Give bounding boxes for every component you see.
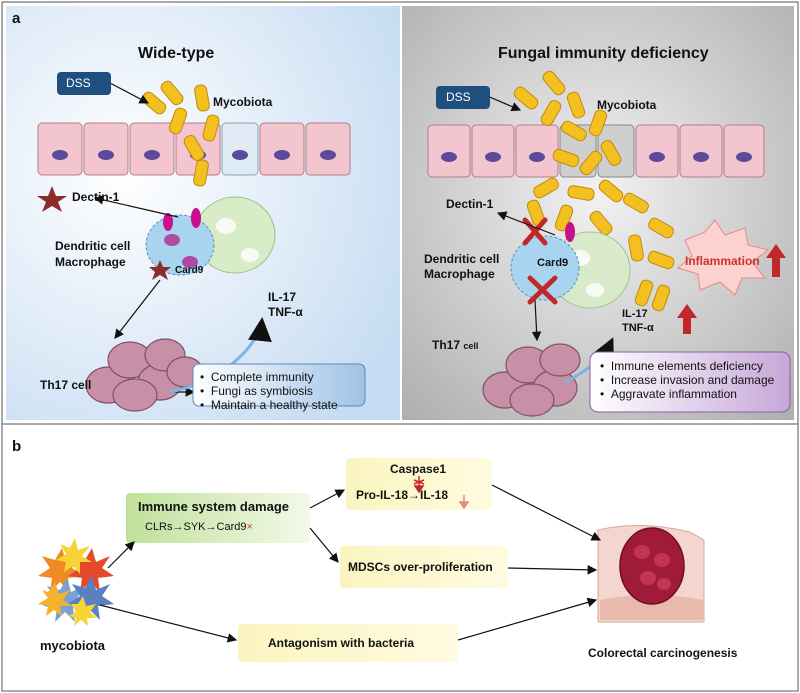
inflammation-burst: [676, 219, 770, 296]
dectin-star-icon: [37, 186, 67, 212]
mycobiota-cluster: [38, 538, 114, 626]
immune-damage-box: [126, 493, 310, 543]
right-bullet-3: • Aggravate inflammation: [600, 387, 737, 401]
right-dendritic-label: Dendritic cell: [424, 252, 500, 266]
left-bullet-3: • Maintain a healthy state: [200, 398, 338, 412]
panel-a-letter: a: [12, 10, 21, 27]
mdsc-label: MDSCs over-proliferation: [348, 560, 493, 574]
antagonism-label: Antagonism with bacteria: [268, 636, 415, 650]
right-bullets-box: [589, 351, 791, 413]
panel-b-letter: b: [12, 438, 22, 455]
right-th17-sub: cell: [463, 341, 479, 351]
dectin-block-x-icon: [522, 217, 548, 246]
inflammation-label: Inflammation: [685, 254, 760, 268]
right-bullet-2: • Increase invasion and damage: [600, 373, 775, 387]
caspase-inhibit-icon: [413, 476, 425, 494]
pro-il18-label: Pro-IL-18→IL-18: [356, 488, 449, 502]
card9-star-icon: [149, 260, 171, 280]
left-dss-box: [57, 72, 111, 95]
right-epithelium: [427, 124, 765, 178]
left-dss-label: DSS: [66, 76, 91, 90]
colorectal-tissue: [597, 525, 705, 623]
left-card9-label: Card9: [175, 265, 204, 276]
right-arrows: [484, 94, 556, 342]
left-dendritic-label: Dendritic cell: [55, 239, 131, 253]
right-dss-box: [436, 86, 490, 109]
left-mycobiota-label: Mycobiota: [213, 95, 273, 109]
inflammation-up-arrow-icon: [766, 244, 786, 277]
card9-x-mark: ×: [246, 521, 253, 533]
right-th17-label: Th17 cell: [432, 338, 479, 352]
left-il17-label: IL-17: [268, 290, 297, 304]
right-bullet-1: • Immune elements deficiency: [600, 359, 763, 373]
panel-b-arrows: [99, 484, 602, 643]
left-title: Wide-type: [138, 45, 215, 62]
left-macrophage-label: Macrophage: [55, 255, 126, 269]
right-card9-label: Card9: [537, 257, 569, 269]
left-bullet-1: • Complete immunity: [200, 370, 314, 384]
right-title: Fungal immunity deficiency: [498, 45, 709, 62]
right-dss-label: DSS: [446, 90, 471, 104]
left-dectin-label: Dectin-1: [72, 190, 120, 204]
left-bullets-box: [192, 363, 366, 407]
mycobiota-label: mycobiota: [40, 638, 106, 653]
left-bullet-list: • Complete immunity • Fungi as symbiosis…: [200, 370, 338, 412]
panel-b-frame: [1, 423, 799, 692]
right-mycobiota: [513, 70, 675, 312]
left-cytokine-arrow: [169, 317, 272, 394]
outcome-label: Colorectal carcinogenesis: [588, 646, 738, 660]
il18-down-arrow-icon: [458, 495, 470, 510]
left-th17-label: Th17 cell: [40, 378, 92, 392]
left-bullet-2: • Fungi as symbiosis: [200, 384, 313, 398]
cytokine-up-arrow-icon: [677, 304, 697, 334]
right-mycobiota-label: Mycobiota: [597, 98, 657, 112]
right-bullet-list: • Immune elements deficiency • Increase …: [600, 359, 774, 401]
left-tnf-label: TNF-α: [268, 305, 303, 319]
right-dectin-label: Dectin-1: [446, 197, 494, 211]
antagonism-box: [238, 624, 458, 662]
right-th17-cells: [482, 343, 581, 417]
right-macrophage-label: Macrophage: [424, 267, 495, 281]
left-immune-cells: [145, 196, 276, 276]
immune-pathway: CLRs→SYK→Card9×: [145, 521, 253, 533]
card9-block-x-icon: [527, 275, 558, 305]
immune-damage-title: Immune system damage: [138, 499, 290, 514]
mdsc-box: [340, 546, 508, 588]
right-immune-cells: [510, 222, 631, 309]
right-tnf-label: TNF-α: [622, 322, 654, 334]
caspase-label: Caspase1: [390, 462, 447, 476]
right-il17-label: IL-17: [622, 308, 648, 320]
left-mycobiota: [141, 80, 220, 187]
